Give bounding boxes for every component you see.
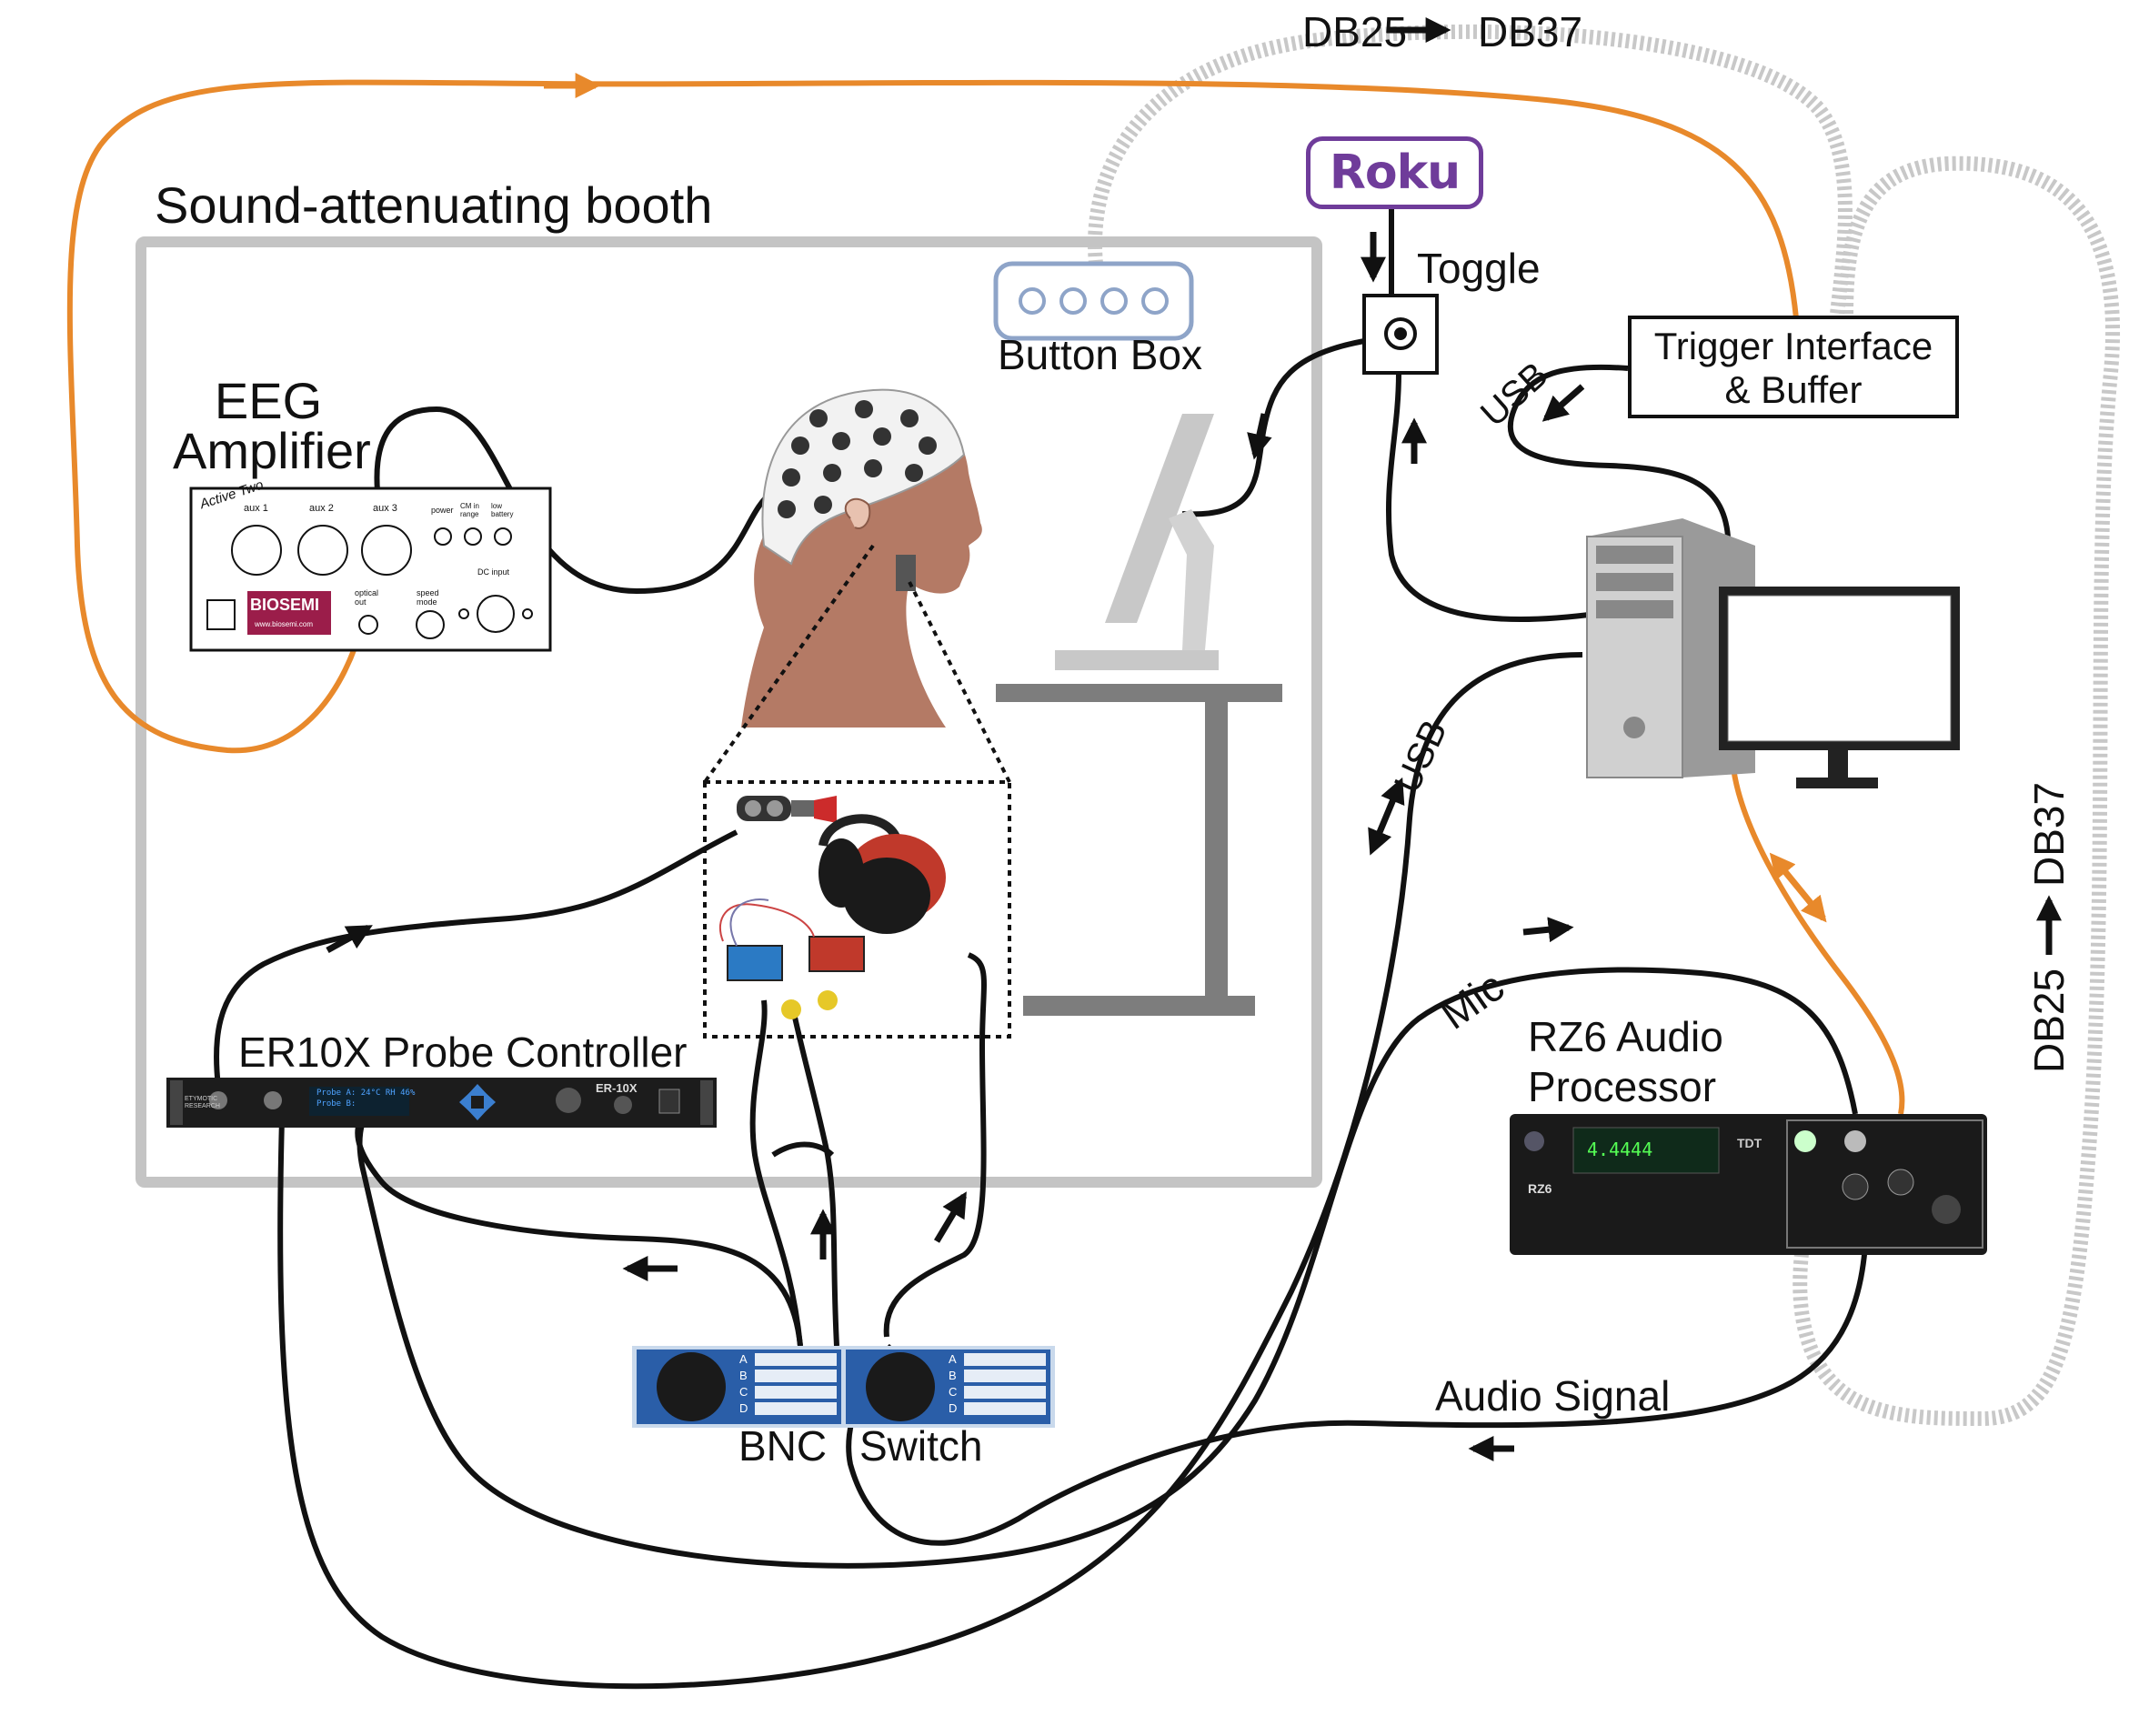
button-box-button [1059,287,1087,315]
button-box-button [1141,287,1169,315]
trigger-label-line2: & Buffer [1724,368,1863,411]
db-top-to: DB37 [1478,8,1583,55]
biosemi-cm: CM in range [460,502,479,518]
pc-rz6-arrow [1769,852,1827,923]
biosemi-url: www.biosemi.com [255,620,314,628]
bnc-letter: C [949,1385,958,1399]
rz6-model: RZ6 [1528,1181,1552,1196]
bnc-letter: A [739,1352,748,1366]
eeg-label-line1: EEG [214,372,323,429]
trigger-interface-box: Trigger Interface & Buffer [1628,316,1959,418]
er10x-brand: ETYMOTIC RESEARCH [185,1096,220,1109]
black-cables [213,338,1870,1690]
switch-label: Switch [859,1422,983,1470]
audio-signal-label: Audio Signal [1435,1372,1671,1420]
button-box [993,261,1194,341]
bnc-letter: A [949,1352,957,1366]
biosemi-dc: DC input [477,567,510,577]
bnc-letter: D [949,1401,958,1415]
biosemi-optical: optical out [355,588,379,607]
eeg-head [741,388,982,728]
eeg-amplifier-panel [189,487,552,652]
rz6-label-line1: RZ6 Audio [1528,1013,1723,1060]
button-box-button [1019,287,1046,315]
toggle-label: Toggle [1417,245,1541,292]
biosemi-aux3: aux 3 [373,503,397,514]
db25-db37-cable-right [1793,156,2121,1427]
er10x-rack [166,1078,717,1128]
db25-db37-cable-top [1088,24,1853,315]
button-box-label: Button Box [998,331,1203,378]
pc-rz6-cable [1730,758,1905,1115]
biosemi-speed: speed mode [417,588,439,607]
biosemi-power: power [431,506,454,515]
booth-label: Sound-attenuating booth [155,176,713,234]
er10x-display-line2: Probe B: [316,1099,356,1109]
rz6-processor [1510,1114,1987,1255]
booth-monitor [996,414,1282,1016]
computer [1586,518,1960,788]
direction-arrows [326,17,2062,1461]
bnc-letter: C [739,1385,748,1399]
bnc-label: BNC [738,1422,828,1470]
ear-probe-and-headphones [718,796,946,1019]
db-top-from: DB25 [1302,8,1408,55]
optical-cable [66,79,1799,754]
button-box-button [1100,287,1128,315]
rz6-label-line2: Processor [1528,1063,1717,1110]
biosemi-brand: BIOSEMI [250,596,320,614]
db-right-from: DB25 [2025,968,2073,1073]
zoom-callout [703,544,1011,1039]
bnc-letter: D [739,1401,748,1415]
er10x-display-line1: Probe A: 24°C RH 46% [316,1089,416,1098]
bnc-letter: B [949,1369,957,1382]
biosemi-aux1: aux 1 [244,503,268,514]
bnc-letters-left: A B C D [739,1351,748,1417]
rz6-brand: TDT [1737,1136,1762,1150]
bnc-letter: B [739,1369,748,1382]
biosemi-aux2: aux 2 [309,503,334,514]
roku-logo: Roku [1306,136,1483,209]
bnc-letters-right: A B C D [949,1351,957,1417]
toggle-switch [1362,209,1439,375]
biosemi-battery: low battery [491,502,514,518]
bnc-switch [632,1346,1055,1428]
sound-booth [136,236,1322,1188]
db-right-to: DB37 [2025,781,2073,887]
er10x-label: ER10X Probe Controller [238,1029,688,1076]
eeg-label-line2: Amplifier [173,422,371,479]
er10x-model: ER-10X [596,1081,638,1095]
trigger-label-line1: Trigger Interface [1653,325,1933,367]
rz6-display: 4.4444 [1587,1139,1653,1160]
